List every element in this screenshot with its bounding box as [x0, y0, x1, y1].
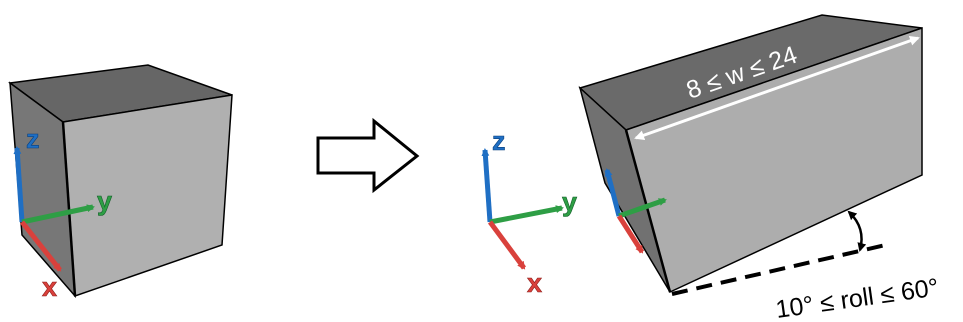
y-axis-label: y — [562, 187, 577, 217]
y-axis-arrow — [489, 205, 564, 225]
z-axis-label: z — [492, 126, 506, 156]
y-axis-label: y — [97, 186, 112, 216]
y-axis-arrow — [618, 197, 667, 219]
right-arrow-outline-icon — [316, 117, 420, 194]
x-axis-arrow — [487, 220, 527, 270]
x-axis-arrow — [616, 214, 645, 254]
roll-range-label: 10° ≤ roll ≤ 60° — [774, 273, 940, 322]
roll-reference-line — [671, 242, 891, 296]
z-axis-label: z — [26, 124, 40, 154]
roll-angle-arrow — [847, 210, 867, 252]
box-axes — [604, 168, 667, 254]
z-axis-arrow — [13, 146, 25, 223]
x-axis-arrow — [20, 220, 62, 272]
x-axis-label: x — [42, 272, 57, 302]
width-dimension-arrow — [634, 35, 920, 141]
cube-front-face — [62, 94, 233, 298]
cube-edge — [61, 121, 77, 297]
reference-axes: z y x — [481, 126, 577, 298]
cube-axes: z y x — [13, 124, 112, 302]
cube — [8, 64, 233, 299]
x-axis-label: x — [527, 268, 542, 298]
z-axis-arrow — [604, 168, 622, 217]
box-edge — [624, 129, 672, 293]
y-axis-arrow — [21, 204, 95, 225]
z-axis-arrow — [481, 148, 493, 223]
